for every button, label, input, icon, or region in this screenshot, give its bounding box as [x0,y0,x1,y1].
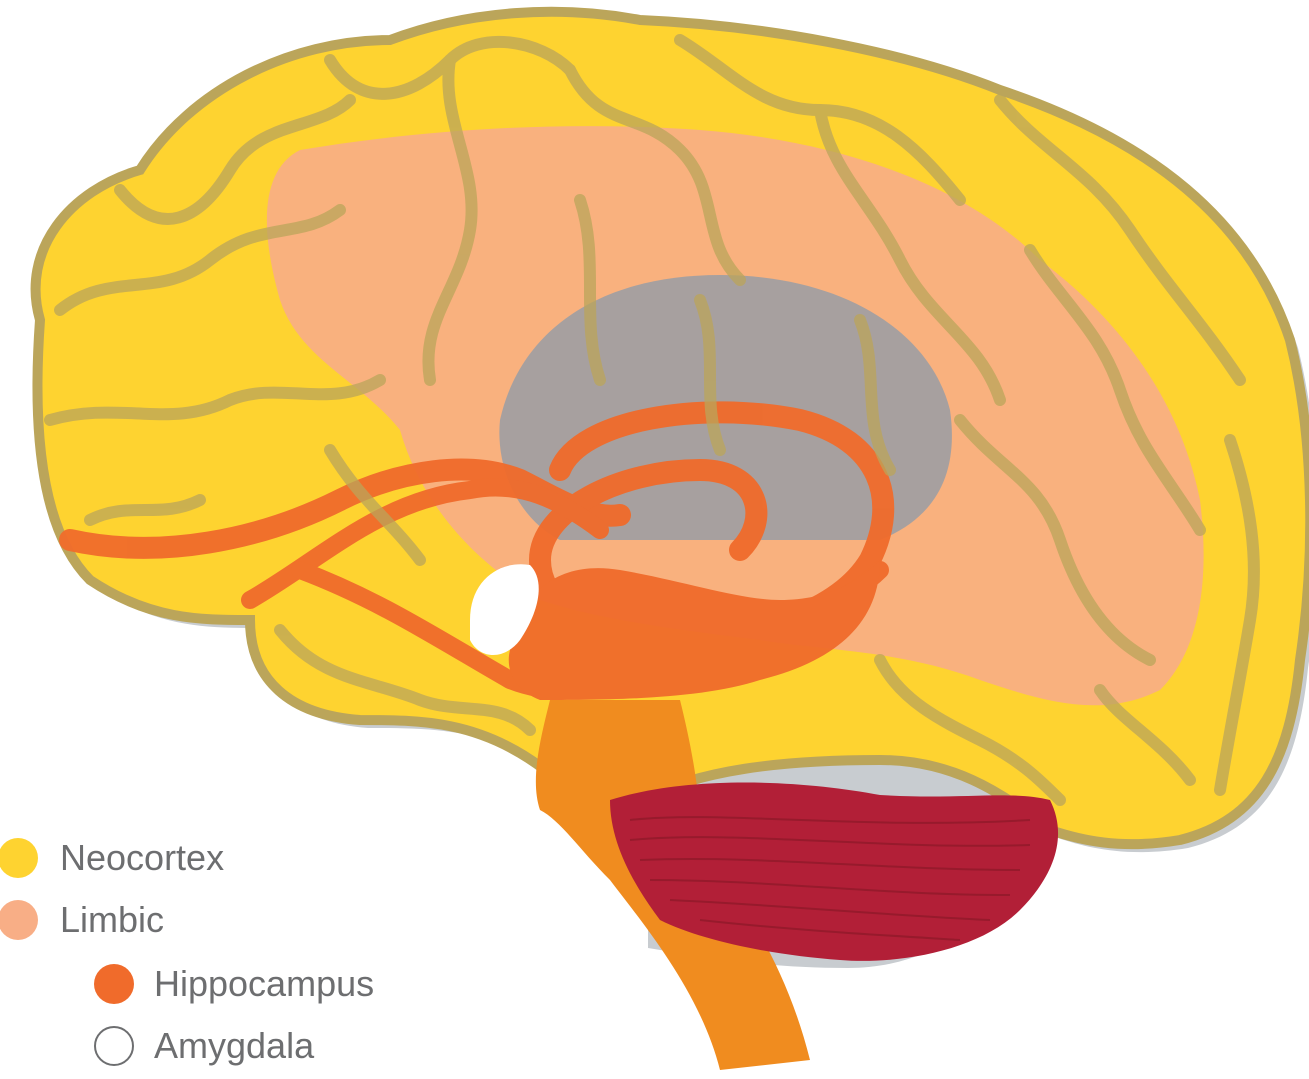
brain-illustration [0,0,1309,1074]
brain-diagram [0,0,1309,1074]
